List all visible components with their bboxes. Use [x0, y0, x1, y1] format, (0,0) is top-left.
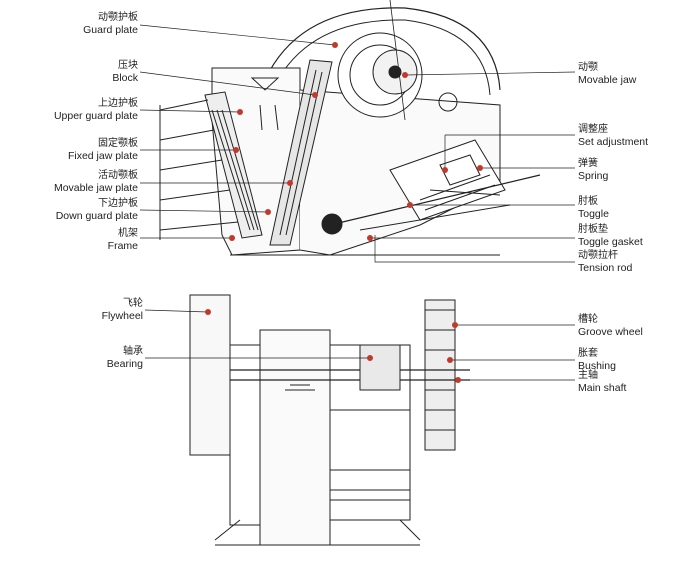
label-cn: 压块	[118, 60, 138, 71]
label-groove-wheel: 槽轮 Groove wheel	[578, 314, 643, 338]
label-en: Spring	[578, 170, 609, 182]
label-cn: 肘板	[578, 196, 598, 207]
label-cn: 上边护板	[98, 98, 138, 109]
label-cn: 轴承	[123, 346, 143, 357]
label-en: Set adjustment	[578, 136, 649, 148]
label-movable-jaw-plate: 活动颚板 Movable jaw plate	[20, 170, 138, 194]
label-cn: 活动颚板	[98, 170, 138, 181]
label-en: Main shaft	[578, 382, 627, 394]
label-en: Guard plate	[83, 24, 138, 36]
label-movable-jaw: 动颚 Movable jaw	[578, 62, 636, 86]
label-cn: 固定颚板	[98, 138, 138, 149]
callout-markers	[205, 42, 483, 383]
label-main-shaft: 主轴 Main shaft	[578, 370, 626, 394]
label-toggle-gasket: 肘板垫 Toggle gasket	[578, 224, 643, 248]
label-cn: 弹簧	[578, 158, 598, 169]
main-housing	[259, 329, 331, 546]
label-cn: 肘板垫	[578, 224, 608, 235]
label-en: Down guard plate	[55, 210, 138, 222]
main-shaft	[230, 369, 470, 381]
label-cn: 动颚拉杆	[578, 250, 618, 261]
label-en: Movable jaw	[578, 74, 637, 86]
label-spring: 弹簧 Spring	[578, 158, 608, 182]
label-cn: 胀套	[578, 348, 598, 359]
tension-rod-shape	[329, 174, 541, 226]
label-guard-plate: 动颚护板 Guard plate	[60, 12, 138, 36]
side-view-drawing	[159, 0, 541, 256]
flywheel-front	[189, 294, 231, 456]
label-cn: 主轴	[578, 370, 598, 381]
label-flywheel: 飞轮 Flywheel	[60, 298, 143, 322]
label-en: Upper guard plate	[53, 110, 138, 122]
label-en: Frame	[107, 240, 138, 252]
label-fixed-jaw-plate: 固定颚板 Fixed jaw plate	[20, 138, 138, 162]
label-cn: 调整座	[578, 124, 608, 135]
flywheel-outline-side	[264, 7, 501, 91]
label-en: Bearing	[106, 358, 143, 370]
label-set-adjustment: 调整座 Set adjustment	[578, 124, 648, 148]
label-cn: 槽轮	[578, 314, 598, 325]
label-en: Groove wheel	[578, 326, 643, 338]
label-en: Block	[112, 72, 138, 84]
label-en: Movable jaw plate	[53, 182, 138, 194]
label-en: Flywheel	[101, 310, 143, 322]
leader-lines	[139, 24, 576, 381]
front-view-drawing	[189, 294, 470, 546]
label-cn: 动颚护板	[98, 12, 138, 23]
label-cn: 动颚	[578, 62, 598, 73]
label-tension-rod: 动颚拉杆 Tension rod	[578, 250, 632, 274]
label-bushing: 胀套 Bushing	[578, 348, 616, 372]
label-upper-guard-plate: 上边护板 Upper guard plate	[20, 98, 138, 122]
label-toggle: 肘板 Toggle	[578, 196, 609, 220]
label-cn: 机架	[118, 228, 138, 239]
label-bearing: 轴承 Bearing	[60, 346, 143, 370]
label-en: Bushing	[578, 360, 616, 372]
label-en: Fixed jaw plate	[67, 150, 138, 162]
label-en: Tension rod	[578, 262, 633, 274]
label-block: 压块 Block	[60, 60, 138, 84]
label-cn: 飞轮	[123, 298, 143, 309]
label-cn: 下边护板	[98, 198, 138, 209]
groove-wheel	[424, 299, 456, 451]
label-en: Toggle gasket	[578, 236, 643, 248]
label-frame: 机架 Frame	[60, 228, 138, 252]
label-down-guard-plate: 下边护板 Down guard plate	[20, 198, 138, 222]
label-en: Toggle	[578, 208, 609, 220]
